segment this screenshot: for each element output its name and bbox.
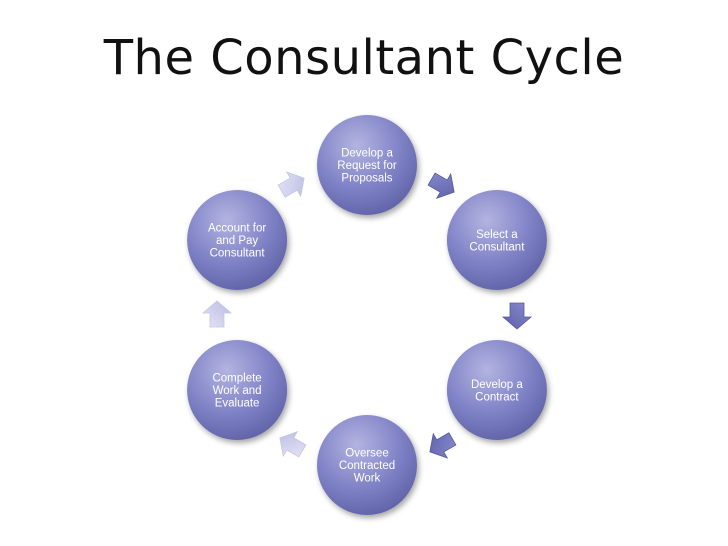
node-circle: [317, 115, 417, 215]
node-label-line: Complete: [212, 373, 261, 385]
node-circle: [187, 340, 288, 440]
node-label-line: Oversee: [345, 448, 388, 460]
arrow-shape: [277, 171, 305, 198]
node-label-line: Consultant: [469, 241, 525, 253]
connector-arrows: [201, 171, 533, 459]
node-label-line: Select a: [476, 229, 518, 241]
node-label-line: Request for: [337, 160, 397, 172]
arrow-shape: [429, 432, 457, 459]
arrow-shape: [501, 302, 533, 330]
cycle-arrow: [429, 432, 457, 459]
node-label-line: Consultant: [210, 248, 266, 260]
arrow-shape: [201, 300, 233, 328]
node-label-line: Proposals: [341, 173, 392, 185]
node-label-line: Work: [354, 473, 381, 485]
node-label-line: Develop a: [341, 148, 393, 160]
node-circle: [446, 190, 547, 290]
node-circle: [187, 190, 288, 290]
node-label-line: Contract: [475, 391, 519, 403]
node-label-line: Work and: [213, 385, 262, 397]
cycle-arrow: [277, 171, 305, 198]
node-label-line: Account for: [208, 223, 266, 235]
arrow-shape: [427, 172, 455, 199]
node-label-line: Evaluate: [215, 398, 260, 410]
cycle-arrow: [501, 302, 533, 330]
cycle-arrow: [427, 172, 455, 199]
cycle-arrow: [201, 300, 233, 328]
node-circle: [317, 415, 417, 515]
node-label-line: and Pay: [216, 235, 258, 247]
node-circle: [446, 340, 547, 440]
node-label-line: Develop a: [471, 379, 523, 391]
cycle-arrow: [279, 431, 307, 458]
page-title: The Consultant Cycle: [103, 30, 625, 86]
arrow-shape: [279, 431, 307, 458]
node-label-line: Contracted: [339, 460, 395, 472]
